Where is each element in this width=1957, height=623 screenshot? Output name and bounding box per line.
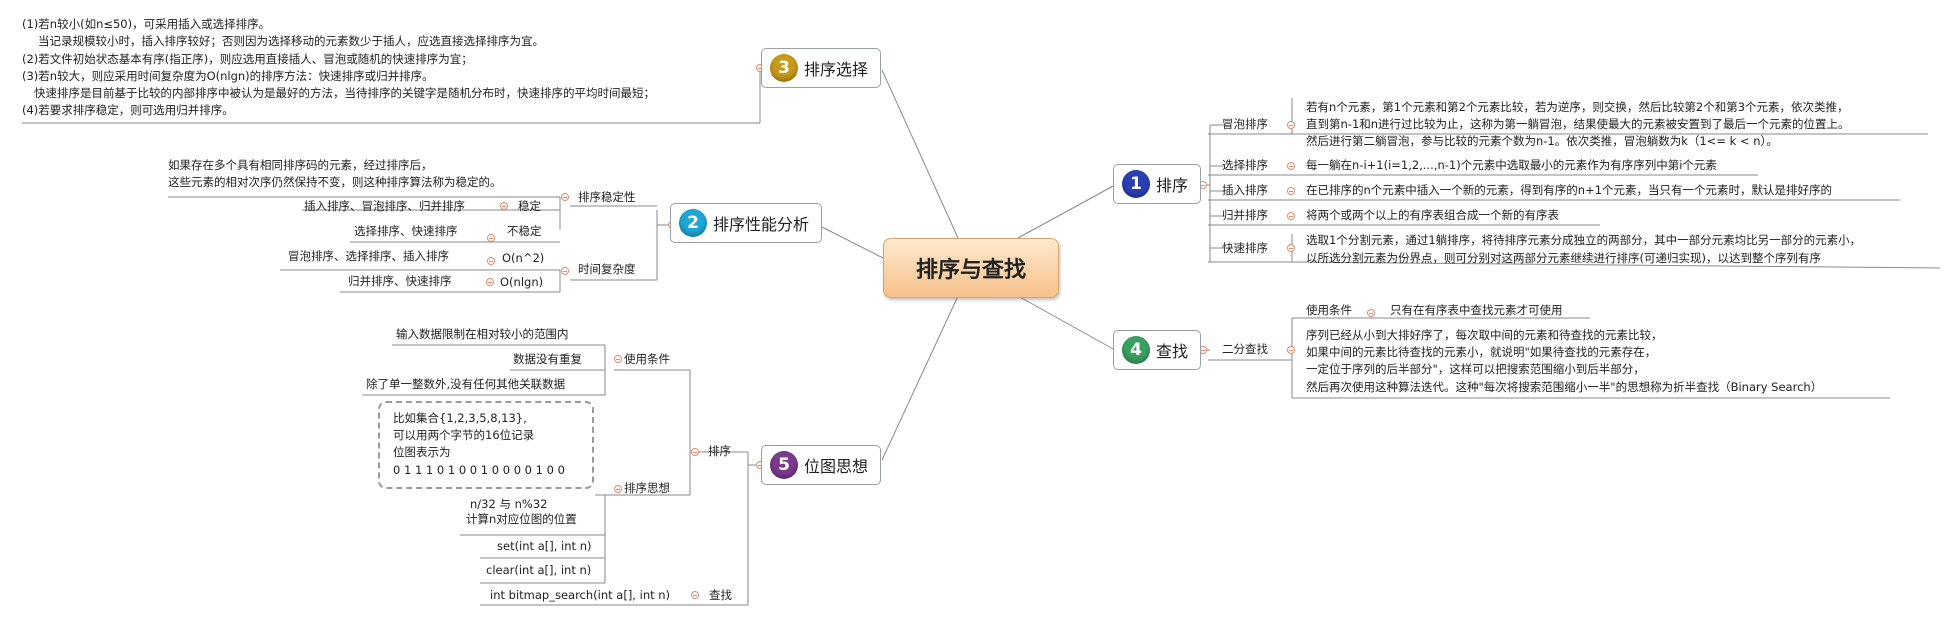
node-selection-sort[interactable]: 选择排序 (1222, 158, 1268, 172)
select-tip-2: (2)若文件初始状态基本有序(指正序)，则应选用直接插人、冒泡或随机的快速排序为… (22, 52, 473, 66)
unstable-algorithms: 选择排序、快速排序 (354, 224, 458, 238)
binary-search-desc-1: 序列已经从小到大排好序了，每次取中间的元素和待查找的元素比较， (1306, 328, 1663, 342)
quick-sort-desc-2: 以所选分割元素为份界点，则可分别对这两部分元素继续进行排序(可递归实现)，以达到… (1306, 251, 1821, 265)
central-topic[interactable]: 排序与查找 (883, 238, 1059, 298)
collapse-toggle[interactable] (500, 202, 508, 210)
bitmap-position-2: 计算n对应位图的位置 (466, 512, 577, 526)
number-5-icon: 5 (770, 451, 798, 479)
stability-desc-2: 这些元素的相对次序仍然保持不变，则这种排序算法称为稳定的。 (168, 175, 502, 189)
bitmap-example-2: 可以用两个字节的16位记录 (393, 428, 535, 442)
number-2-icon: 2 (679, 209, 707, 237)
nlgn-complexity: O(nlgn) (500, 275, 544, 289)
stability-desc-1: 如果存在多个具有相同排序码的元素，经过排序后， (168, 158, 433, 172)
select-tip-1: (1)若n较小(如n≤50)，可采用插入或选择排序。 (22, 17, 271, 31)
topic-search-label: 查找 (1156, 342, 1189, 361)
binary-search-desc-4: 然后再次使用这种算法迭代。这种"每次将搜索范围缩小一半"的思想称为折半查找（Bi… (1306, 380, 1823, 394)
select-tip-3: (3)若n较大，则应采用时间复杂度为O(nlgn)的排序方法：快速排序或归并排序… (22, 69, 434, 83)
node-bitmap-condition[interactable]: 使用条件 (624, 352, 670, 366)
collapse-toggle[interactable] (1367, 309, 1375, 317)
topic-sort-performance[interactable]: 2 排序性能分析 (670, 203, 822, 243)
bitmap-condition-3: 除了单一整数外,没有任何其他关联数据 (366, 377, 566, 391)
collapse-toggle[interactable] (487, 257, 495, 265)
binary-search-desc-2: 如果中间的元素比待查找的元素小，就说明"如果待查找的元素存在， (1306, 345, 1657, 359)
collapse-toggle[interactable] (1287, 187, 1295, 195)
topic-sort-label: 排序 (1156, 176, 1189, 195)
binary-search-condition-text: 只有在有序表中查找元素才可使用 (1390, 303, 1563, 317)
number-3-icon: 3 (770, 54, 798, 82)
collapse-toggle[interactable] (1287, 346, 1295, 354)
node-quick-sort[interactable]: 快速排序 (1222, 241, 1268, 255)
collapse-toggle[interactable] (487, 234, 495, 242)
bitmap-example-box (378, 401, 594, 489)
topic-search[interactable]: 4 查找 (1113, 330, 1201, 370)
bitmap-position-1: n/32 与 n%32 (470, 497, 548, 511)
stable-algorithms: 插入排序、冒泡排序、归并排序 (304, 199, 465, 213)
collapse-toggle[interactable] (561, 267, 569, 275)
node-bubble-sort[interactable]: 冒泡排序 (1222, 117, 1268, 131)
collapse-toggle[interactable] (614, 485, 622, 493)
insertion-sort-desc: 在已排序的n个元素中插入一个新的元素，得到有序的n+1个元素，当只有一个元素时，… (1306, 183, 1833, 197)
bitmap-condition-1: 输入数据限制在相对较小的范围内 (396, 327, 569, 341)
topic-sort-performance-label: 排序性能分析 (713, 215, 810, 234)
topic-bitmap[interactable]: 5 位图思想 (761, 445, 881, 485)
node-bitmap-idea[interactable]: 排序思想 (624, 481, 670, 495)
bubble-sort-desc-3: 然后进行第二躺冒泡，参与比较的元素个数为n-1。依次类推，冒泡躺数为k（1<= … (1306, 134, 1778, 148)
number-4-icon: 4 (1122, 336, 1150, 364)
collapse-toggle[interactable] (1287, 244, 1295, 252)
node-time-complexity[interactable]: 时间复杂度 (578, 262, 636, 276)
bitmap-search-fn: int bitmap_search(int a[], int n) (490, 588, 671, 602)
node-stability[interactable]: 排序稳定性 (578, 190, 636, 204)
bitmap-set-fn: set(int a[], int n) (497, 539, 592, 553)
select-tip-3b: 快速排序是目前基于比较的内部排序中被认为是最好的方法，当待排序的关键字是随机分布… (34, 86, 655, 100)
binary-search-condition-label[interactable]: 使用条件 (1306, 303, 1352, 317)
node-insertion-sort[interactable]: 插入排序 (1222, 183, 1268, 197)
topic-bitmap-label: 位图思想 (804, 457, 869, 476)
topic-sort-selection[interactable]: 3 排序选择 (761, 48, 881, 88)
number-1-icon: 1 (1122, 170, 1150, 198)
collapse-toggle[interactable] (691, 448, 699, 456)
bitmap-example-4: 0 1 1 1 0 1 0 0 1 0 0 0 0 1 0 0 (393, 463, 565, 477)
select-tip-4: (4)若要求排序稳定，则可选用归并排序。 (22, 103, 234, 117)
bitmap-example-3: 位图表示为 (393, 445, 451, 459)
collapse-toggle[interactable] (1287, 162, 1295, 170)
nlgn-algorithms: 归并排序、快速排序 (348, 274, 452, 288)
bitmap-example-1: 比如集合{1,2,3,5,8,13}, (393, 411, 527, 425)
stable-label: 稳定 (518, 199, 541, 213)
collapse-toggle[interactable] (691, 591, 699, 599)
topic-sort[interactable]: 1 排序 (1113, 164, 1201, 204)
selection-sort-desc: 每一躺在n-i+1(i=1,2,...,n-1)个元素中选取最小的元素作为有序序… (1306, 158, 1717, 172)
bitmap-clear-fn: clear(int a[], int n) (486, 563, 592, 577)
node-bitmap-search[interactable]: 查找 (709, 588, 732, 602)
bubble-sort-desc-1: 若有n个元素，第1个元素和第2个元素比较，若为逆序，则交换，然后比较第2个和第3… (1306, 100, 1849, 114)
merge-sort-desc: 将两个或两个以上的有序表组合成一个新的有序表 (1306, 208, 1559, 222)
node-bitmap-sort[interactable]: 排序 (708, 444, 731, 458)
bitmap-condition-2: 数据没有重复 (513, 352, 582, 366)
topic-sort-selection-label: 排序选择 (804, 60, 869, 79)
collapse-toggle[interactable] (614, 355, 622, 363)
n2-algorithms: 冒泡排序、选择排序、插入排序 (288, 249, 449, 263)
n2-complexity: O(n^2) (502, 251, 545, 265)
binary-search-desc-3: 一定位于序列的后半部分"，这样可以把搜索范围缩小到后半部分， (1306, 362, 1645, 376)
collapse-toggle[interactable] (1287, 121, 1295, 129)
unstable-label: 不稳定 (507, 224, 542, 238)
collapse-toggle[interactable] (561, 193, 569, 201)
select-tip-1b: 当记录规模较小时，插入排序较好；否则因为选择移动的元素数少于插人，应选直接选择排… (38, 34, 544, 48)
node-binary-search[interactable]: 二分查找 (1222, 342, 1268, 356)
collapse-toggle[interactable] (1287, 212, 1295, 220)
bubble-sort-desc-2: 直到第n-1和n进行过比较为止，这称为第一躺冒泡，结果使最大的元素被安置到了最后… (1306, 117, 1850, 131)
node-merge-sort[interactable]: 归并排序 (1222, 208, 1268, 222)
quick-sort-desc-1: 选取1个分割元素，通过1躺排序，将待排序元素分成独立的两部分，其中一部分元素均比… (1306, 233, 1862, 247)
collapse-toggle[interactable] (486, 278, 494, 286)
